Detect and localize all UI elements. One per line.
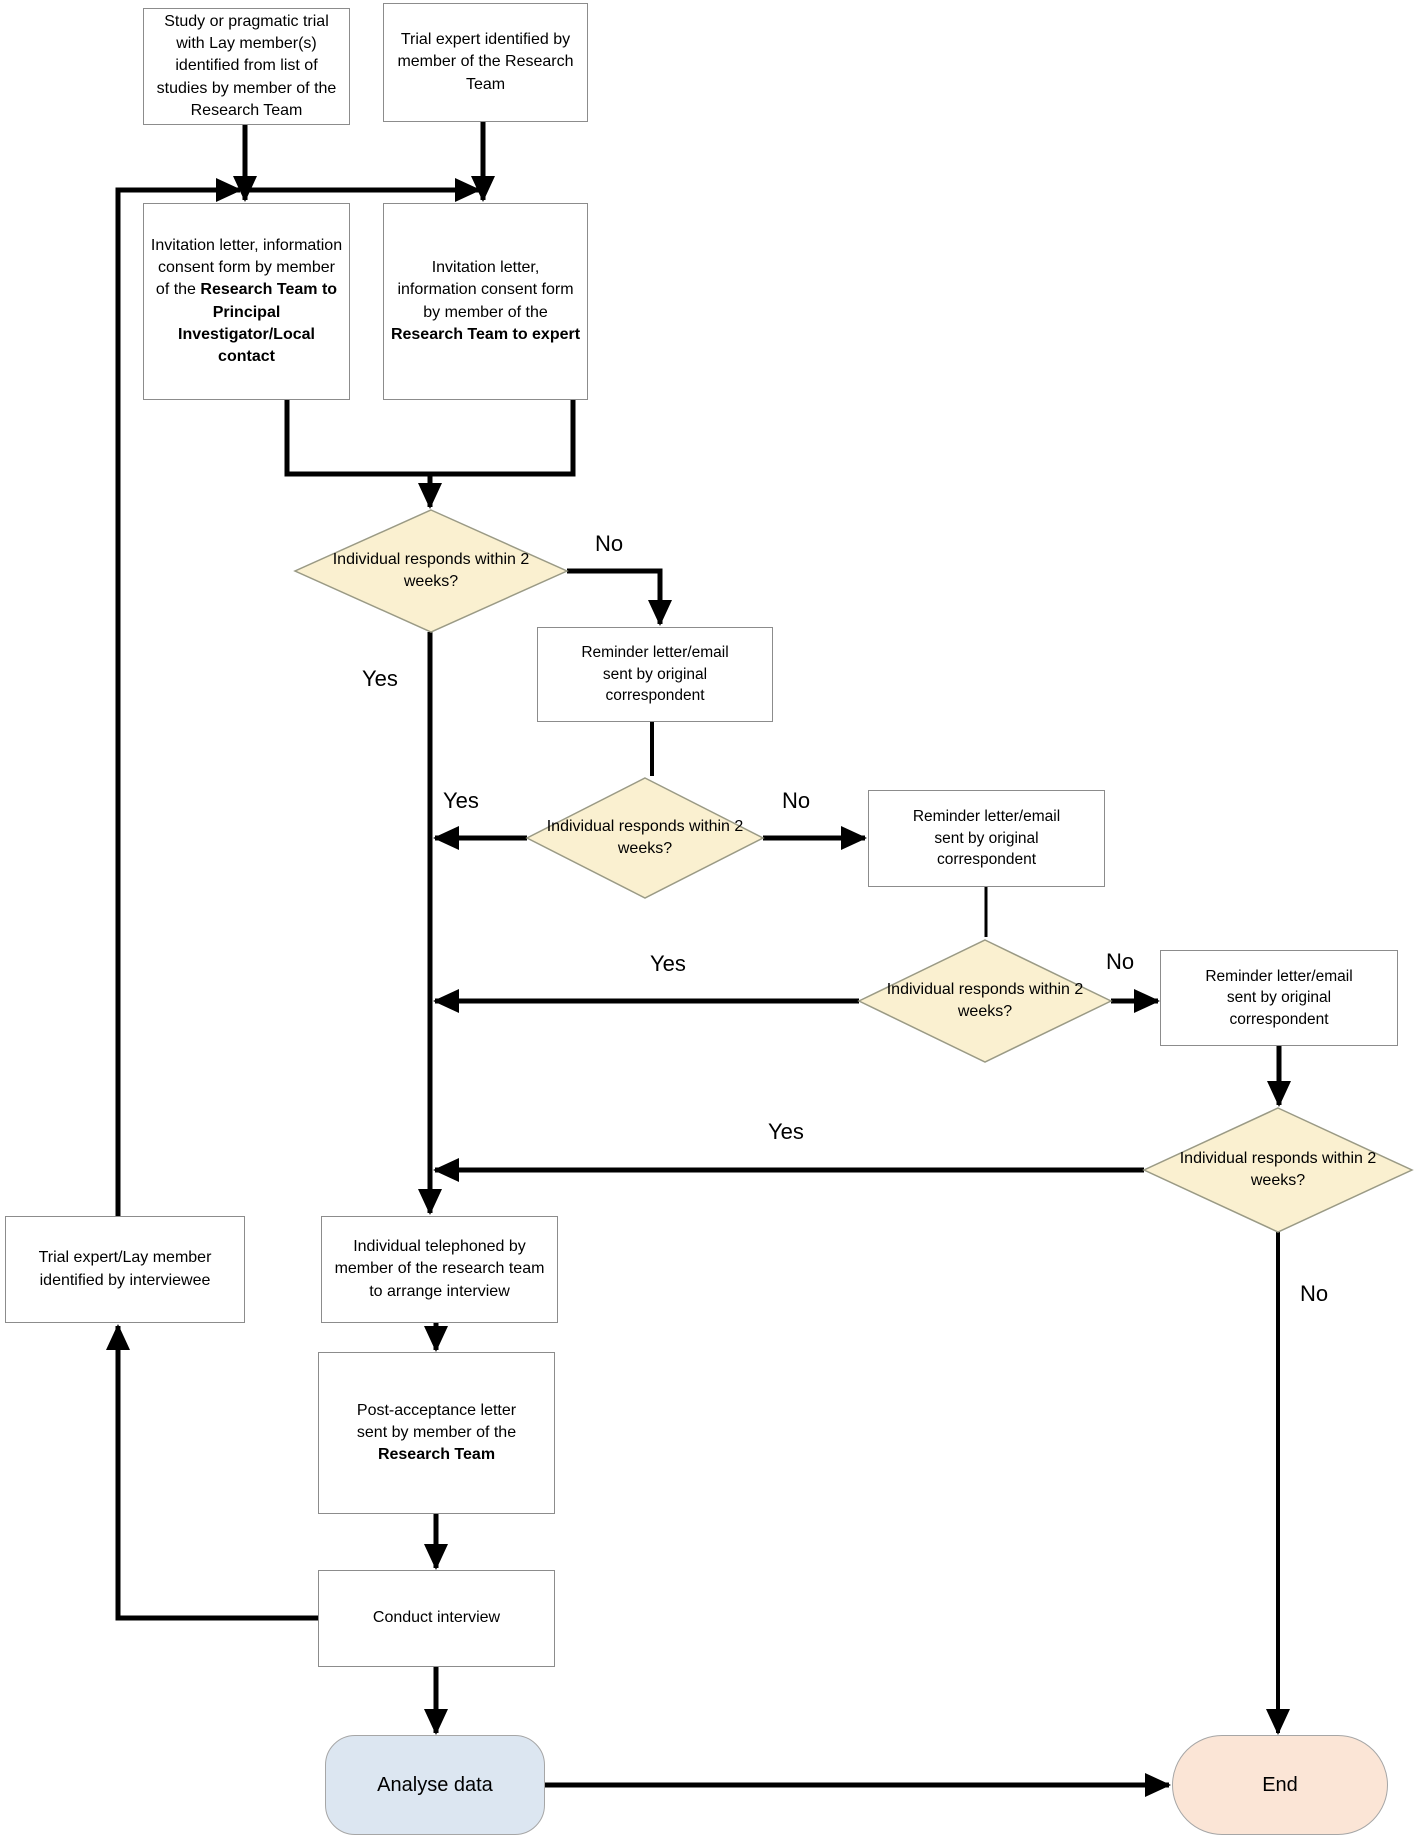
node-conduct-interview-text: Conduct interview — [372, 1609, 501, 1627]
node-interviewee-identified: Trial expert/Lay member identified by in… — [5, 1216, 245, 1323]
node-analyse-data: Analyse data — [325, 1735, 545, 1835]
decision1-text: Individual responds within 2 weeks? — [332, 551, 530, 590]
decision2-yes-label: Yes — [443, 788, 479, 813]
node-telephone-arrange-text: Individual telephoned by member of the r… — [334, 1238, 545, 1300]
decision4-no-label: No — [1300, 1281, 1329, 1306]
decision3-text: Individual responds within 2 weeks? — [886, 981, 1084, 1020]
node-reminder-3-text: Reminder letter/email sent by original c… — [1205, 967, 1353, 1028]
post-acceptance-bold: Research Team — [377, 1446, 496, 1464]
decision3-diamond-shape — [857, 939, 1113, 1063]
node-expert-source: Trial expert identified by member of the… — [383, 3, 588, 122]
node-invitation-expert-text: Invitation letter, information consent f… — [390, 257, 581, 345]
decision3-no-label: No — [1106, 949, 1135, 974]
node-reminder-2-text: Reminder letter/email sent by original c… — [912, 808, 1061, 869]
node-study-source-text: Study or pragmatic trial with Lay member… — [156, 13, 337, 119]
decision1-yes-label: Yes — [362, 666, 398, 691]
node-end: End — [1172, 1735, 1388, 1835]
invitation-pi-bold: Research Team to Principal Investigator/… — [178, 281, 338, 365]
arrow-decision1-no-to-reminder1 — [567, 568, 672, 626]
decision2-text: Individual responds within 2 weeks? — [546, 818, 744, 857]
decision1-diamond-shape — [293, 509, 569, 633]
node-expert-source-text: Trial expert identified by member of the… — [397, 31, 574, 93]
node-reminder-1: Reminder letter/email sent by original c… — [537, 627, 773, 722]
node-post-acceptance: Post-acceptance letter sent by member of… — [318, 1352, 555, 1514]
decision4-diamond-shape — [1142, 1107, 1414, 1233]
decision2-no-label: No — [782, 788, 811, 813]
node-conduct-interview: Conduct interview — [318, 1570, 555, 1667]
node-reminder-2: Reminder letter/email sent by original c… — [868, 790, 1105, 887]
node-analyse-data-text: Analyse data — [377, 1773, 493, 1796]
invitation-pi-plain: Invitation letter, information consent f… — [150, 237, 343, 299]
arrow-feedback-to-invitation-pi — [115, 178, 242, 1216]
node-reminder-3: Reminder letter/email sent by original c… — [1160, 950, 1398, 1046]
post-acceptance-plain: Post-acceptance letter sent by member of… — [356, 1401, 517, 1441]
node-invitation-expert: Invitation letter, information consent f… — [383, 203, 588, 400]
decision3-yes-label: Yes — [650, 951, 686, 976]
node-reminder-1-text: Reminder letter/email sent by original c… — [581, 644, 729, 705]
node-end-text: End — [1262, 1773, 1298, 1796]
decision4-text: Individual responds within 2 weeks? — [1179, 1150, 1377, 1189]
invitation-expert-plain: Invitation letter, information consent f… — [397, 259, 574, 321]
node-interviewee-identified-text: Trial expert/Lay member identified by in… — [38, 1249, 212, 1289]
node-post-acceptance-text: Post-acceptance letter sent by member of… — [345, 1400, 528, 1466]
node-study-source: Study or pragmatic trial with Lay member… — [143, 8, 350, 125]
arrow-interview-to-interviewee-identified — [106, 1324, 318, 1621]
node-invitation-pi: Invitation letter, information consent f… — [143, 203, 350, 400]
decision2-diamond-shape — [525, 777, 765, 899]
node-telephone-arrange: Individual telephoned by member of the r… — [321, 1216, 558, 1323]
node-invitation-pi-text: Invitation letter, information consent f… — [150, 235, 343, 367]
merge-line-invitations — [284, 400, 576, 477]
decision1-no-label: No — [595, 531, 624, 556]
decision4-yes-label: Yes — [768, 1119, 804, 1144]
invitation-expert-bold: Research Team to expert — [390, 325, 581, 343]
